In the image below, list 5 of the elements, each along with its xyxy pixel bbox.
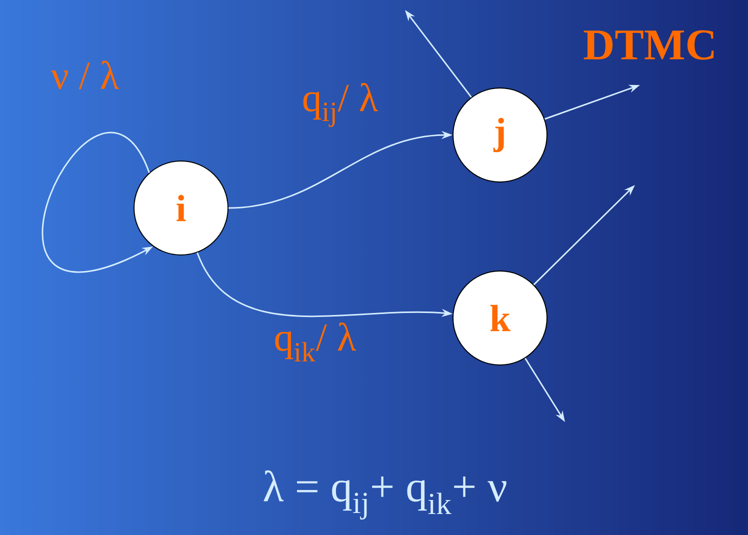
edge-label: q$_{ik}$/ λ [275,322,356,362]
title: DTMC [584,30,714,60]
formula: λ = q$_{ij}$+ q$_{ik}$+ ν [264,470,506,520]
edge-label: ν / λ [50,60,119,90]
edge-label: q$_{ij}$/ λ [303,83,378,127]
